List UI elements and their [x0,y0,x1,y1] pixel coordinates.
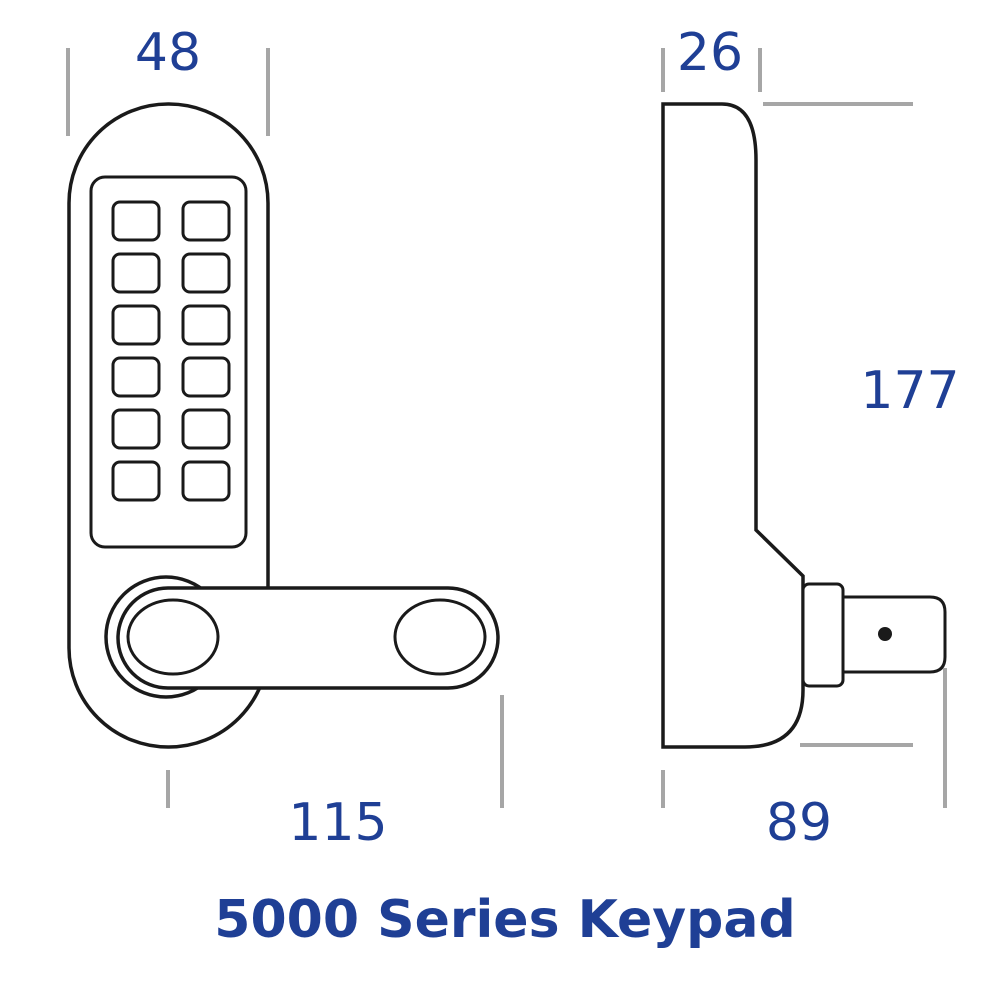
diagram-title: 5000 Series Keypad [214,890,795,950]
lever-length-label: 115 [288,793,387,853]
keypad-key [111,200,161,242]
keypad-key [111,460,161,502]
side-view: 26 177 89 [661,23,960,853]
lever-handle [116,586,500,690]
side-height-label: 177 [860,361,959,421]
spindle [841,595,947,674]
spindle-collar [801,582,845,688]
side-body-profile [661,102,805,749]
spindle-hole [878,627,892,641]
keypad-key [181,460,231,502]
keypad-key [181,304,231,346]
keypad-key [181,200,231,242]
spindle-depth-label: 89 [766,793,832,853]
keypad-key [181,408,231,450]
keypad-key [111,356,161,398]
front-view: 48 115 [66,23,504,853]
side-depth-label: 26 [677,23,743,83]
keypad-key [111,252,161,294]
keypad-key [111,408,161,450]
lever-inner-oval-left [126,598,220,676]
front-width-label: 48 [135,23,201,83]
lever-inner-oval-right [393,598,487,676]
keypad-keys [111,200,231,502]
keypad-key [111,304,161,346]
keypad-key [181,252,231,294]
keypad-key [181,356,231,398]
